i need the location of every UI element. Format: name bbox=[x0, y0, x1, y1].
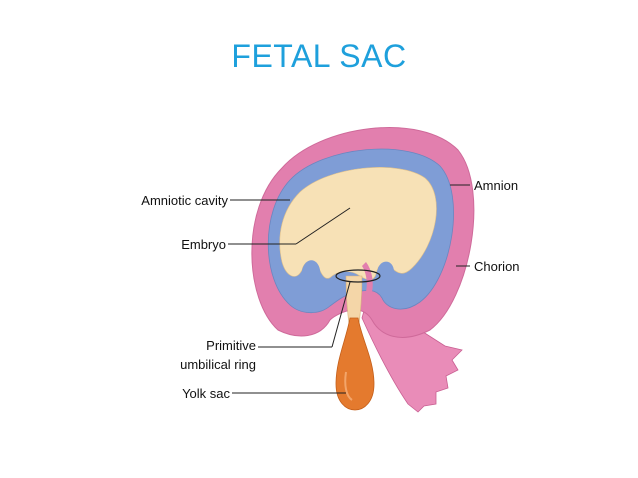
slide-title: FETAL SAC bbox=[231, 38, 407, 74]
yolk-sac-highlight bbox=[344, 371, 353, 401]
label-amniotic-cavity: Amniotic cavity bbox=[141, 193, 228, 208]
right-embryonic-fold bbox=[378, 261, 394, 282]
label-embryo: Embryo bbox=[181, 237, 226, 252]
amniotic-cavity-shape bbox=[279, 167, 437, 280]
left-embryonic-fold bbox=[302, 260, 321, 284]
leader-primitive-ring-diagonal bbox=[331, 281, 351, 348]
label-yolk-sac: Yolk sac bbox=[182, 386, 230, 401]
label-amnion: Amnion bbox=[474, 178, 519, 193]
label-primitive-line1: Primitive bbox=[206, 338, 256, 353]
label-primitive-line2: umbilical ring bbox=[180, 357, 256, 372]
leader-embryo-diagonal bbox=[295, 207, 351, 245]
primitive-umbilical-ring bbox=[335, 269, 381, 283]
label-chorion: Chorion bbox=[474, 259, 520, 274]
pink-strand bbox=[362, 262, 373, 292]
